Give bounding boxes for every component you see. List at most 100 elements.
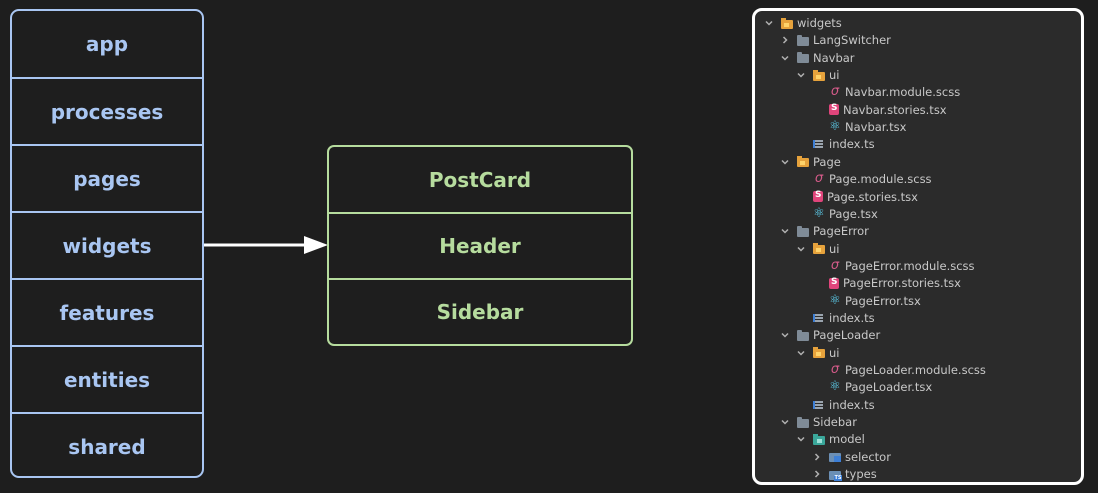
- tree-row[interactable]: σ PageError.module.scss: [811, 257, 975, 274]
- blue-folder-icon: [829, 453, 841, 463]
- folder-icon: [797, 52, 809, 64]
- react-icon: ⚛: [829, 379, 841, 395]
- fsd-layers-column: app processes pages widgets features ent…: [10, 9, 204, 478]
- tree-row-label: Navbar: [813, 50, 855, 65]
- chevron-spacer: [811, 86, 823, 98]
- chevron-down-icon[interactable]: [779, 416, 791, 428]
- chevron-right-icon[interactable]: [811, 451, 823, 463]
- tree-row[interactable]: ⚛ Page.tsx: [795, 205, 878, 222]
- tree-row-label: index.ts: [829, 137, 875, 152]
- chevron-right-icon[interactable]: [779, 34, 791, 46]
- widget-postcard: PostCard: [428, 167, 532, 192]
- tree-row[interactable]: ui: [795, 67, 839, 84]
- chevron-spacer: [811, 364, 823, 376]
- chevron-spacer: [795, 138, 807, 150]
- layer-processes: processes: [12, 77, 202, 144]
- tree-row[interactable]: Sidebar: [779, 414, 857, 431]
- ts-folder-icon: [829, 470, 842, 481]
- tree-row[interactable]: index.ts: [795, 309, 875, 326]
- chevron-spacer: [795, 399, 807, 411]
- tree-row-label: model: [829, 432, 865, 447]
- react-icon: ⚛: [829, 292, 841, 308]
- storybook-icon: [813, 190, 823, 202]
- tree-row[interactable]: PageLoader: [779, 327, 880, 344]
- tree-row-label: types: [845, 467, 877, 482]
- folder-icon: [797, 225, 809, 237]
- chevron-down-icon[interactable]: [795, 243, 807, 255]
- layer-pages: pages: [12, 144, 202, 211]
- tree-row[interactable]: selector: [811, 448, 891, 465]
- tree-row[interactable]: LangSwitcher: [779, 32, 891, 49]
- tree-row[interactable]: ⚛Navbar.tsx: [811, 119, 906, 136]
- chevron-spacer: [811, 121, 823, 133]
- tree-row-label: ui: [829, 241, 840, 256]
- widget-header: Header: [329, 212, 631, 278]
- tree-row[interactable]: Navbar: [779, 49, 855, 66]
- tree-row[interactable]: ui: [795, 344, 839, 361]
- chevron-spacer: [795, 173, 807, 185]
- layer-entities: entities: [12, 345, 202, 412]
- tree-row-label: Page: [813, 154, 841, 169]
- tree-row-label: PageError.stories.tsx: [843, 276, 961, 291]
- tree-row[interactable]: ui: [795, 240, 839, 257]
- tree-row-label: index.ts: [829, 310, 875, 325]
- tree-row[interactable]: σ Page.module.scss: [795, 171, 932, 188]
- chevron-right-icon[interactable]: [811, 468, 823, 480]
- tree-row-label: LangSwitcher: [813, 33, 891, 48]
- widgets-slices-box: PostCard Header Sidebar: [327, 145, 633, 346]
- chevron-down-icon[interactable]: [779, 156, 791, 168]
- chevron-down-icon[interactable]: [779, 52, 791, 64]
- tree-row[interactable]: Page: [779, 153, 841, 170]
- tree-row[interactable]: Page.stories.tsx: [795, 188, 918, 205]
- tree-row-label: ui: [829, 68, 840, 83]
- chevron-down-icon[interactable]: [779, 225, 791, 237]
- tree-row-label: Page.tsx: [829, 206, 878, 221]
- chevron-spacer: [811, 295, 823, 307]
- layer-shared: shared: [12, 412, 202, 476]
- scss-icon: σ: [830, 362, 840, 377]
- tree-row[interactable]: PageError.stories.tsx: [811, 275, 961, 292]
- scss-icon: σ: [814, 171, 824, 187]
- tree-row-label: Page.module.scss: [829, 172, 932, 187]
- tree-row[interactable]: σ Navbar.module.scss: [811, 84, 960, 101]
- chevron-down-icon[interactable]: [795, 347, 807, 359]
- tree-row[interactable]: index.ts: [795, 136, 875, 153]
- tree-row[interactable]: widgets: [763, 15, 842, 32]
- tree-row-label: ui: [829, 345, 840, 360]
- tree-row[interactable]: ⚛ PageLoader.tsx: [811, 379, 932, 396]
- tree-row-label: PageError.module.scss: [845, 258, 975, 273]
- tree-row-label: widgets: [797, 16, 842, 30]
- react-icon: ⚛: [813, 205, 825, 221]
- chevron-spacer: [811, 104, 823, 116]
- chevron-spacer: [795, 312, 807, 324]
- folder-icon: [797, 329, 809, 341]
- folder-icon: [797, 34, 809, 46]
- tree-row[interactable]: ⚛ PageError.tsx: [811, 292, 921, 309]
- index-icon: [813, 312, 825, 324]
- chevron-spacer: [811, 381, 823, 393]
- tree-row[interactable]: model: [795, 431, 865, 448]
- package-folder-icon: [813, 347, 825, 359]
- tree-row-label: PageLoader.module.scss: [845, 363, 986, 377]
- tree-row[interactable]: σ PageLoader.module.scss: [811, 362, 986, 379]
- tree-row[interactable]: Navbar.stories.tsx: [811, 101, 947, 118]
- tree-row-label: PageLoader.tsx: [845, 380, 933, 395]
- widget-sidebar: Sidebar: [329, 278, 631, 344]
- chevron-down-icon[interactable]: [795, 433, 807, 445]
- tree-row-label: PageError: [813, 224, 869, 239]
- tree-row-label: Navbar.module.scss: [845, 85, 961, 100]
- chevron-spacer: [811, 260, 823, 272]
- tree-row[interactable]: types: [811, 466, 877, 482]
- chevron-down-icon[interactable]: [763, 17, 775, 29]
- tree-row-label: Navbar.tsx: [845, 120, 907, 135]
- tree-row-label: PageError.tsx: [845, 293, 921, 308]
- scss-icon: σ: [830, 84, 840, 100]
- chevron-spacer: [795, 191, 807, 203]
- scss-icon: σ: [830, 257, 840, 273]
- chevron-down-icon[interactable]: [795, 69, 807, 81]
- tree-row-label: selector: [845, 449, 891, 464]
- tree-row[interactable]: PageError: [779, 223, 869, 240]
- chevron-down-icon[interactable]: [779, 329, 791, 341]
- folder-icon: [797, 416, 809, 428]
- tree-row[interactable]: index.ts: [795, 396, 875, 413]
